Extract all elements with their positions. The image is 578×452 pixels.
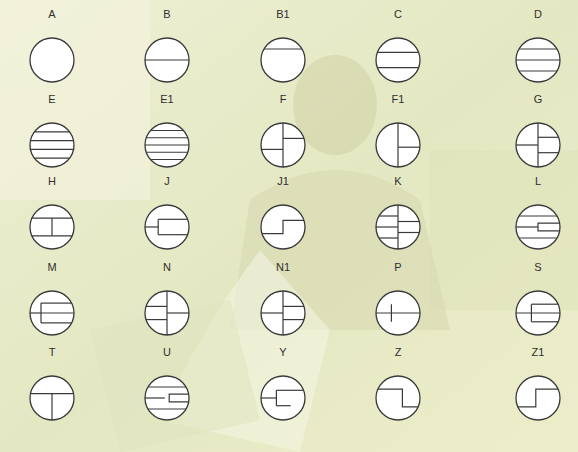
symbol-node: Z [368,344,428,424]
circle-symbol [374,374,422,422]
symbol-label: J [137,173,197,189]
symbol-node: Y [253,344,313,424]
symbol-node: D [508,6,568,86]
symbol-node: F [253,91,313,171]
circle-symbol [514,36,562,84]
circle-symbol [514,203,562,251]
circle-symbol [28,203,76,251]
symbol-label: E1 [137,91,197,107]
circle-symbol [259,374,307,422]
symbol-label: A [22,6,82,22]
symbol-node: K [368,173,428,253]
symbol-node: N [137,259,197,339]
circle-symbol [28,121,76,169]
circle-symbol [143,289,191,337]
circle-symbol [374,36,422,84]
symbol-label: Z1 [508,344,568,360]
circle-symbol [143,121,191,169]
symbol-node: Z1 [508,344,568,424]
symbol-node: S [508,259,568,339]
symbol-label: S [508,259,568,275]
circle-symbol [28,289,76,337]
symbol-node: F1 [368,91,428,171]
circle-symbol [514,121,562,169]
symbol-node: B1 [253,6,313,86]
symbol-label: K [368,173,428,189]
circle-symbol [374,289,422,337]
circle-symbol [374,121,422,169]
symbol-node: L [508,173,568,253]
circle-symbol [259,36,307,84]
symbol-label: N [137,259,197,275]
symbol-node: E [22,91,82,171]
symbol-label: L [508,173,568,189]
symbol-label: G [508,91,568,107]
symbol-node: C [368,6,428,86]
circle-symbol [514,374,562,422]
symbol-label: Y [253,344,313,360]
circle-symbol [28,36,76,84]
circle-symbol [143,203,191,251]
symbol-node: N1 [253,259,313,339]
symbol-label: T [22,344,82,360]
circle-symbol [259,289,307,337]
symbol-node: B [137,6,197,86]
symbol-label: D [508,6,568,22]
symbol-label: U [137,344,197,360]
symbol-node: J [137,173,197,253]
symbol-node: H [22,173,82,253]
symbol-label: H [22,173,82,189]
circle-symbol [143,36,191,84]
symbol-label: Z [368,344,428,360]
symbol-label: C [368,6,428,22]
symbol-node: M [22,259,82,339]
circle-symbol [374,203,422,251]
symbol-label: M [22,259,82,275]
circle-symbol [259,203,307,251]
symbol-label: P [368,259,428,275]
symbol-node: U [137,344,197,424]
symbol-node: E1 [137,91,197,171]
circle-symbol [28,374,76,422]
symbol-label: F [253,91,313,107]
symbol-node: J1 [253,173,313,253]
symbol-label: F1 [368,91,428,107]
symbol-node: A [22,6,82,86]
symbol-label: N1 [253,259,313,275]
symbol-label: J1 [253,173,313,189]
symbol-node: T [22,344,82,424]
circle-symbol [259,121,307,169]
symbol-label: E [22,91,82,107]
symbol-label: B [137,6,197,22]
symbol-label: B1 [253,6,313,22]
circle-symbol [514,289,562,337]
symbol-node: G [508,91,568,171]
circle-symbol [143,374,191,422]
symbol-node: P [368,259,428,339]
